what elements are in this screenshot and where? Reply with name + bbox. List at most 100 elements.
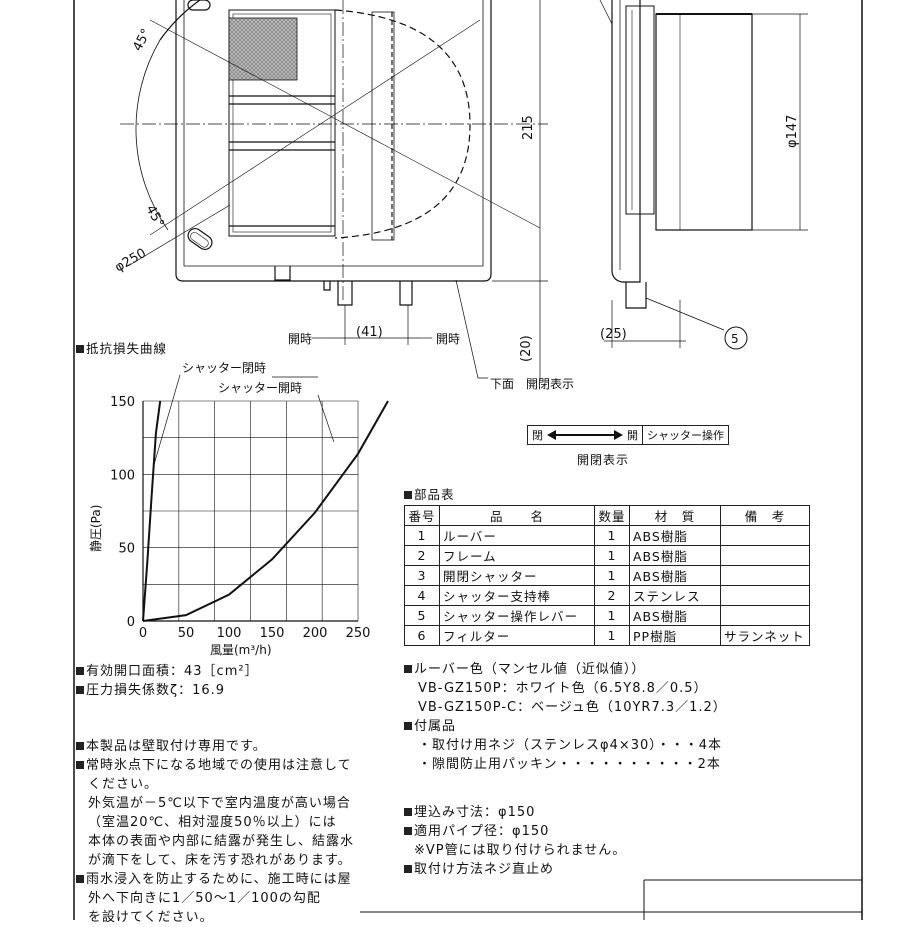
shutter-indicator: 閉 開 シャッター操作 — [527, 425, 729, 445]
x-tick-label: 150 — [260, 626, 285, 641]
part-qty: 1 — [594, 565, 630, 586]
part-qty: 1 — [594, 625, 630, 646]
indicator-caption: 開閉表示 — [577, 453, 630, 467]
leader-closed — [152, 374, 181, 468]
part-material: ABS樹脂 — [629, 565, 721, 586]
x-tick-label: 200 — [303, 626, 328, 641]
loss-coefficient: 圧力損失係数ζ：16.9 — [76, 682, 225, 700]
x-tick-label: 250 — [346, 626, 371, 641]
bullet-square-icon — [404, 491, 412, 499]
part-qty: 1 — [594, 545, 630, 566]
side-view — [599, 0, 808, 350]
bullet-square-icon — [76, 345, 84, 353]
indicator-open: 開 — [627, 429, 638, 442]
part-material: ABS樹脂 — [629, 605, 721, 626]
note-freeze-line1: 常時氷点下になる地域での使用は注意して — [86, 758, 352, 773]
dim-phi147: φ147 — [785, 115, 800, 148]
header-name: 品 名 — [439, 505, 595, 526]
part-material: ABS樹脂 — [629, 525, 721, 546]
dim-215: 215 — [521, 115, 536, 140]
bullet-square-icon — [404, 722, 412, 730]
title-block — [360, 879, 862, 920]
part-note: サランネット — [720, 625, 810, 646]
part-qty: 1 — [594, 605, 630, 626]
bullet-square-icon — [404, 827, 412, 835]
part-no: 1 — [404, 525, 440, 546]
install-pipe: 適用パイプ径：φ150 — [404, 823, 549, 841]
chart-ylabel: 静圧(Pa) — [89, 505, 103, 552]
y-tick-label: 0 — [127, 615, 135, 630]
bullet-square-icon — [76, 686, 84, 694]
bullet-square-icon — [404, 808, 412, 816]
part-name: フレーム — [439, 545, 595, 566]
part-material: ステンレス — [629, 585, 721, 606]
parts-title-text: 部品表 — [414, 487, 455, 502]
parts-header-row: 番号 品 名 数量 材 質 備 考 — [404, 505, 810, 526]
louver-line2: VB-GZ150P-C：ベージュ色（10YR7.3／1.2） — [418, 700, 727, 715]
part-qty: 2 — [594, 585, 630, 606]
part-note — [720, 565, 810, 586]
part-name: フィルター — [439, 625, 595, 646]
accessories-line1: ・取付け用ネジ（ステンレスφ4×30）・・・4本 — [418, 738, 723, 753]
install-embed-text: 埋込み寸法：φ150 — [414, 805, 536, 820]
dim-41: (41) — [356, 325, 383, 340]
dim-20: (20) — [519, 335, 534, 362]
louver-title-text: ルーバー色（マンセル値（近似値）） — [414, 662, 646, 677]
balloon-5: 5 — [731, 332, 739, 346]
open-label-right: 開時 — [436, 332, 460, 346]
accessories-line2: ・隙間防止用パッキン・・・・・・・・・・2本 — [418, 757, 721, 772]
parts-title: 部品表 — [404, 484, 455, 503]
indicator-divider — [642, 426, 643, 444]
bullet-square-icon — [76, 742, 84, 750]
effective-area: 有効開口面積：43［cm²］ — [76, 663, 259, 681]
note-wall-only-text: 本製品は壁取付け専用です。 — [86, 739, 267, 754]
note-freeze-line4: （室温20℃、相対湿度50％以上）には — [88, 815, 337, 830]
install-pipe-text: 適用パイプ径：φ150 — [414, 824, 550, 839]
install-screw: 取付け方法ネジ直止め — [404, 861, 554, 879]
part-no: 6 — [404, 625, 440, 646]
part-material: ABS樹脂 — [629, 545, 721, 566]
note-freeze-line2: ください。 — [88, 777, 159, 792]
part-qty: 1 — [594, 525, 630, 546]
y-tick-label: 100 — [110, 468, 135, 483]
louver-title: ルーバー色（マンセル値（近似値）） — [404, 661, 645, 679]
bottom-note: 下面 開閉表示 — [490, 377, 574, 391]
install-embed: 埋込み寸法：φ150 — [404, 804, 535, 822]
dim-45-lower: 45° — [142, 203, 166, 230]
note-rain-line2: 外へ下向きに1／50～1／100の勾配 — [88, 891, 321, 906]
bullet-square-icon — [76, 667, 84, 675]
accessories-title-text: 付属品 — [414, 719, 457, 734]
note-freeze-line6: が滴下をして、床を汚す恐れがあります。 — [88, 853, 352, 868]
louver-line1: VB-GZ150P：ホワイト色（6.5Y8.8／0.5） — [418, 681, 708, 696]
part-name: シャッター支持棒 — [439, 585, 595, 606]
leader-open — [317, 394, 335, 443]
x-tick-label: 100 — [217, 626, 242, 641]
note-rain: 雨水浸入を防止するために、施工時には屋 — [76, 871, 352, 889]
part-note — [720, 545, 810, 566]
front-view — [120, 0, 548, 380]
indicator-close: 閉 — [532, 429, 543, 442]
dim-phi250: φ250 — [113, 246, 149, 276]
part-name: 開閉シャッター — [439, 565, 595, 586]
x-tick-label: 50 — [178, 626, 195, 641]
series-line-open — [142, 400, 389, 622]
part-name: ルーバー — [439, 525, 595, 546]
install-vp-note: ※VP管には取り付けられません。 — [414, 843, 627, 858]
dim-25: (25) — [600, 327, 627, 342]
note-wall-only: 本製品は壁取付け専用です。 — [76, 738, 267, 756]
bullet-square-icon — [404, 665, 412, 673]
double-arrow-icon — [547, 430, 623, 440]
effective-area-text: 有効開口面積：43［cm²］ — [86, 664, 259, 679]
header-note: 備 考 — [720, 505, 810, 526]
install-screw-text: 取付け方法ネジ直止め — [414, 862, 555, 877]
part-note — [720, 525, 810, 546]
part-note — [720, 605, 810, 626]
curve-title-text: 抵抗損失曲線 — [86, 341, 168, 356]
note-freeze-line5: 本体の表面や内部に結露が発生し、結露水 — [88, 834, 355, 849]
